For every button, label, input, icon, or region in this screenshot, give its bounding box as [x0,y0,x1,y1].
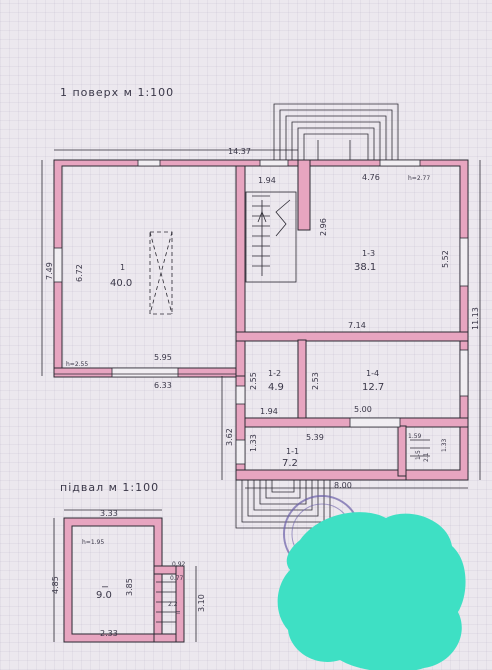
basement-stair-step-1: 0.77 [170,575,184,582]
room1-3-width: 7.14 [348,321,366,330]
room-1-5-stair [410,439,430,457]
basement-room-id: I [101,586,110,588]
basement-room-area: 9.0 [96,590,112,601]
room1-2-area: 4.9 [268,382,284,393]
room1-3-area: 38.1 [354,262,376,273]
room1-1-depth: 1.33 [249,434,258,452]
basement-title: підвал м 1:100 [60,481,159,494]
room1-3-stair-depth: 2.96 [319,218,328,236]
room1-depth-outer: 7.49 [45,262,54,280]
interior-stair [245,191,297,283]
room1-1-outer-depth: 3.62 [225,428,234,446]
basement-room-width-outer: 3.33 [100,509,118,518]
room1-id: 1 [120,263,125,272]
room1-4-id: 1-4 [366,369,379,378]
basement-walls [63,517,185,643]
room1-1-area: 7.2 [282,458,298,469]
basement-room-level: h=1.95 [82,539,104,546]
redaction-blob [277,512,466,670]
room1-ceiling-opening [149,231,173,315]
room1-width-outer: 6.33 [154,381,172,390]
basement-stair-depth: 3.10 [197,594,206,612]
porch-steps-top [273,103,399,160]
room1-3-top-width: 4.76 [362,173,380,182]
basement-stair-step-2: 2.2 [168,601,178,608]
basement-room-width: 2.33 [100,629,118,638]
room1-area: 40.0 [110,278,132,289]
entrance-steps-bottom [235,480,331,529]
room1-width: 5.95 [154,353,172,362]
room1-1-outer-width: 8.00 [334,481,352,490]
room1-depth: 6.72 [75,264,84,282]
basement-stair-id: II [175,610,182,614]
basement-room-depth-outer: 4.85 [51,576,60,594]
basement-stair-width: 0.92 [172,561,186,568]
basement-dimension-lines [53,509,197,642]
room1-level: h=2.55 [66,361,88,368]
room1-3-depth: 5.52 [441,250,450,268]
dim-overall-width: 14.37 [228,147,251,156]
room1-5-width: 1.59 [408,433,422,440]
room1-2-id: 1-2 [268,369,281,378]
room1-5-depth: 1.33 [441,438,448,452]
room1-1-width: 5.39 [306,433,324,442]
floor1-title: 1 поверх м 1:100 [60,86,174,99]
dim-overall-depth: 11.13 [471,307,480,330]
room1-2-width: 1.94 [260,407,278,416]
room1-1-id: 1-1 [286,447,299,456]
basement-room-depth: 3.85 [125,578,134,596]
floor1-walls [53,159,469,481]
room1-2-depth: 2.55 [249,372,258,390]
floor1-dimension-lines [41,149,481,489]
room1-4-area: 12.7 [362,382,384,393]
basement-stair [156,581,176,623]
room1-3-stair-width: 1.94 [258,176,276,185]
room1-3-id: 1-3 [362,249,375,258]
room1-5-id: 1-5 [415,450,422,460]
room1-4-depth: 2.53 [311,372,320,390]
room1-5-area: 2.1 [423,452,430,462]
room1-4-width: 5.00 [354,405,372,414]
room1-3-level: h=2.77 [408,175,430,182]
